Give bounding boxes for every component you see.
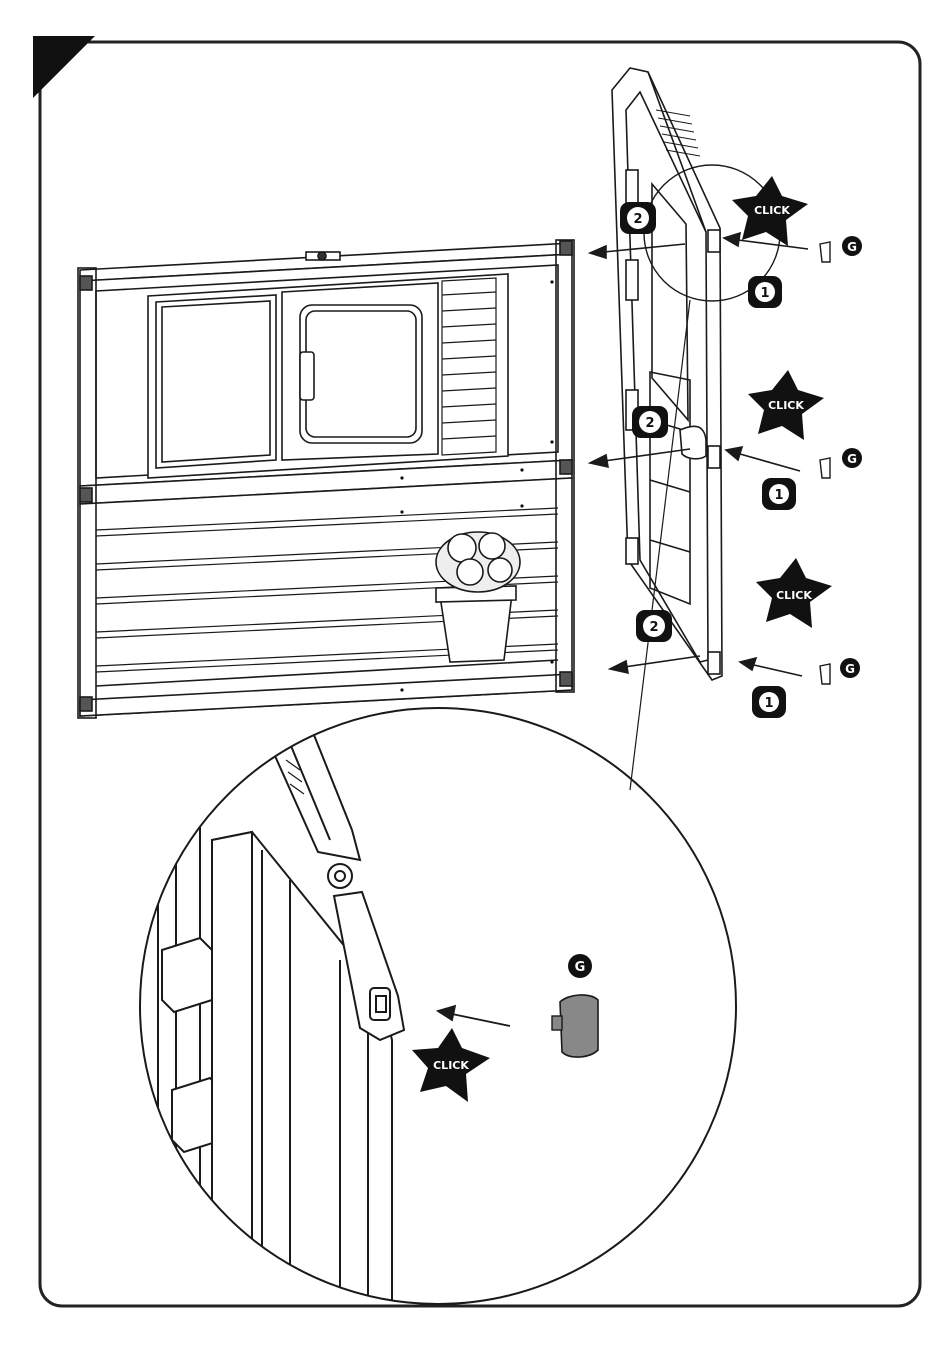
magnified-detail [140,700,404,1340]
side-panel [612,68,722,680]
side-panel-outline [612,68,722,680]
svg-text:2: 2 [649,620,658,635]
clip-socket-middle [708,446,720,468]
svg-text:1: 1 [774,488,783,503]
window-louvres [442,278,496,455]
part-g-badge: G [840,658,860,678]
svg-text:1: 1 [760,286,769,301]
clip-part-icon [552,995,598,1057]
window-handle [300,352,314,400]
clip-part-icon [820,242,830,684]
click-label: CLICK [433,1059,469,1072]
step-number-badge: 2 [636,610,672,642]
part-g-badge: G [842,236,862,256]
click-label: CLICK [776,589,812,602]
click-label: CLICK [754,204,790,217]
detail-insert-arrow [438,1006,510,1026]
part-g-badge: G [568,954,592,978]
click-star-icon: CLICK [756,558,832,628]
corner-triangle-icon [33,36,95,98]
click-label: CLICK [768,399,804,412]
svg-text:G: G [845,662,855,676]
step-number-badge: 1 [762,478,796,510]
clip-socket-bottom [708,652,720,674]
svg-text:1: 1 [764,696,773,711]
svg-text:2: 2 [633,212,642,227]
svg-text:G: G [575,960,586,975]
clip-socket-top [708,230,720,252]
window-sash [300,305,422,443]
step-number-badge: 2 [632,406,668,438]
svg-text:2: 2 [645,416,654,431]
wall-panel [78,240,574,718]
click-star-icon: CLICK [732,176,808,246]
svg-text:G: G [847,240,857,254]
svg-text:G: G [847,452,857,466]
window-left-pane [156,295,276,468]
step-number-badge: 1 [752,686,786,718]
click-star-icon: CLICK [748,370,824,440]
click-star-icon: CLICK [412,1028,490,1102]
part-g-badge: G [842,448,862,468]
step-number-badge: 1 [748,276,782,308]
step-number-badge: 2 [620,202,656,234]
